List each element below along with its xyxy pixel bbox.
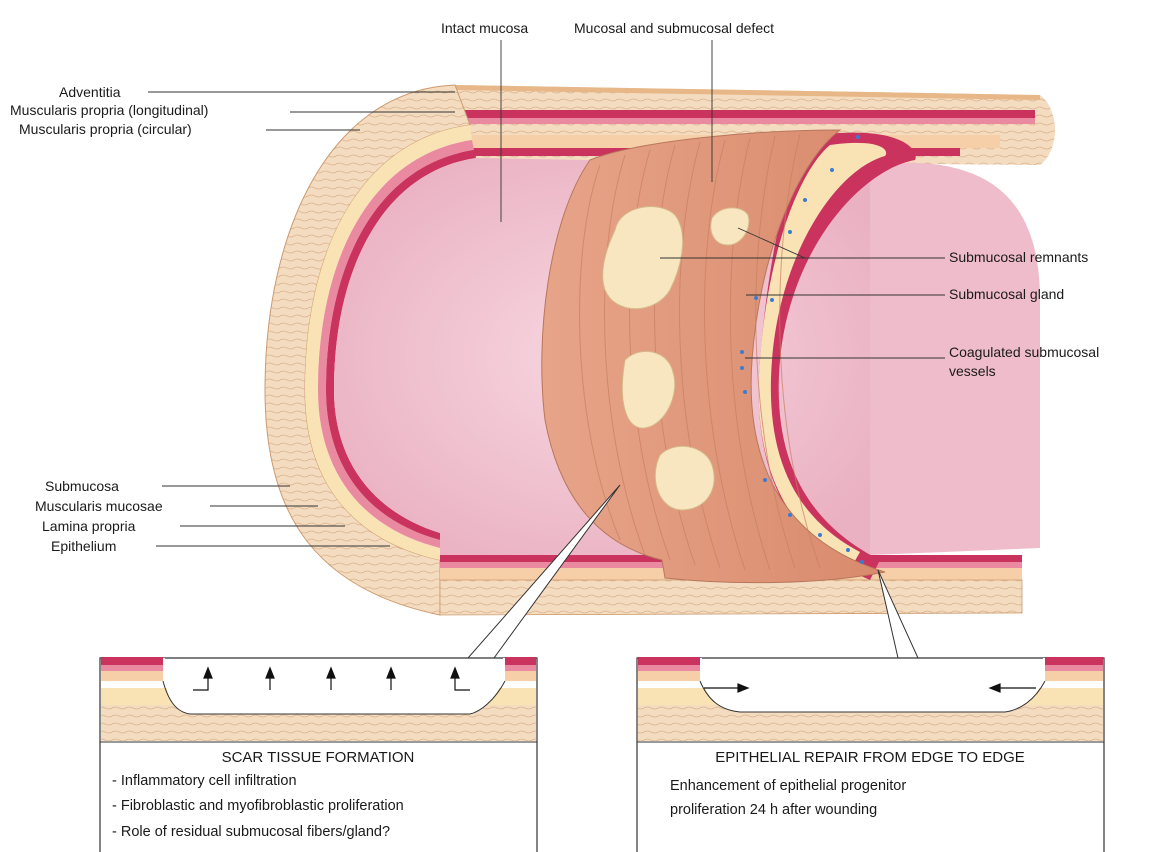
- scar-mm-left: [101, 665, 163, 671]
- label-epithelium: Epithelium: [51, 538, 116, 554]
- label-submucosal-remnants: Submucosal remnants: [949, 249, 1088, 265]
- label-coagulated-vessels-2: vessels: [949, 363, 996, 379]
- label-defect: Mucosal and submucosal defect: [574, 20, 774, 36]
- label-muscularis-mucosae: Muscularis mucosae: [35, 498, 163, 514]
- scar-item: - Fibroblastic and myofibroblastic proli…: [112, 798, 404, 814]
- top-wall-submucosa: [462, 118, 1035, 124]
- label-muscularis-circular: Muscularis propria (circular): [19, 121, 192, 137]
- label-muscularis-longitudinal: Muscularis propria (longitudinal): [10, 102, 208, 118]
- scar-lp-left: [101, 671, 163, 681]
- label-submucosal-gland: Submucosal gland: [949, 286, 1064, 302]
- remnant-blob: [655, 446, 714, 510]
- scar-epi-right: [505, 657, 536, 665]
- repair-lp-left: [638, 671, 700, 681]
- repair-line: proliferation 24 h after wounding: [670, 802, 877, 818]
- scar-item: - Role of residual submucosal fibers/gla…: [112, 824, 390, 840]
- repair-title: EPITHELIAL REPAIR FROM EDGE TO EDGE: [715, 749, 1025, 766]
- label-lamina-propria: Lamina propria: [42, 518, 136, 534]
- repair-mm-left: [638, 665, 700, 671]
- scar-mm-right: [505, 665, 536, 671]
- label-adventitia: Adventitia: [59, 84, 121, 100]
- repair-mm-right: [1045, 665, 1103, 671]
- panel-repair: EPITHELIAL REPAIR FROM EDGE TO EDGE Enha…: [637, 657, 1104, 852]
- scar-item: - Inflammatory cell infiltration: [112, 773, 297, 789]
- repair-epi-left: [638, 657, 700, 665]
- label-coagulated-vessels-1: Coagulated submucosal: [949, 344, 1099, 360]
- scar-epi-left: [101, 657, 163, 665]
- repair-lp-right: [1045, 671, 1103, 681]
- label-intact-mucosa: Intact mucosa: [441, 20, 528, 36]
- repair-epi-right: [1045, 657, 1103, 665]
- label-submucosa: Submucosa: [45, 478, 119, 494]
- top-wall-muscle: [462, 110, 1035, 118]
- panel-scar: SCAR TISSUE FORMATION - Inflammatory cel…: [100, 657, 537, 852]
- scar-lp-right: [505, 671, 536, 681]
- repair-line: Enhancement of epithelial progenitor: [670, 778, 906, 794]
- tube: [265, 85, 1055, 615]
- scar-title: SCAR TISSUE FORMATION: [222, 749, 415, 766]
